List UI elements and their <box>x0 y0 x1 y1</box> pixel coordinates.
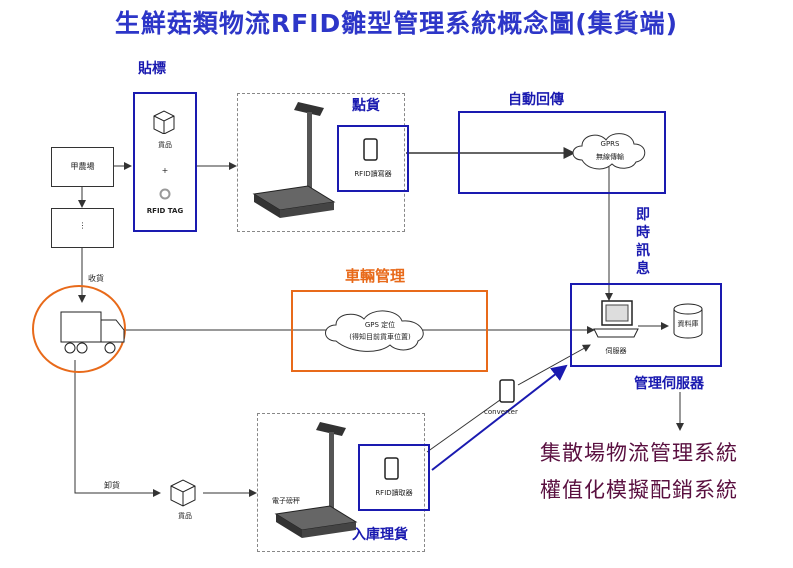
rfid-reader-icon <box>384 457 399 480</box>
page-title: 生鮮菇類物流RFID雛型管理系統概念圖(集貨端) <box>114 9 679 38</box>
goods2-label: 貨品 <box>178 512 192 520</box>
label-vehicle-mgmt: 車輛管理 <box>345 267 406 285</box>
gps-label-2: (得知目前貨車位置) <box>349 333 411 341</box>
converter-label: converter <box>484 408 518 416</box>
converter-icon <box>499 379 515 403</box>
bottom-scale-area: 電子磅秤 <box>257 413 425 552</box>
electronic-scale-icon <box>274 422 358 538</box>
label-tagging: 貼標 <box>138 61 166 77</box>
system-name-1: 集散場物流管理系統 <box>540 441 738 465</box>
scale-label: 電子磅秤 <box>272 497 300 505</box>
gps-label-1: GPS 定位 <box>364 321 396 329</box>
collect-label: 收貨 <box>88 274 104 283</box>
database-icon <box>673 303 703 339</box>
database-label: 資料庫 <box>677 320 699 328</box>
auto-return-box <box>458 111 666 194</box>
label-server-mgmt: 管理伺服器 <box>634 376 704 392</box>
goods-label: 貨品 <box>158 141 172 149</box>
more-farms-node: ⋮ <box>51 208 114 248</box>
server-box: 伺服器 資料庫 <box>570 283 722 367</box>
label-realtime-msg: 即時訊息 <box>636 207 650 277</box>
rfid-reader-label: RFID讀取器 <box>375 489 413 497</box>
rfid-tag-label: RFID TAG <box>146 207 184 215</box>
rfid-tag-icon <box>159 188 171 200</box>
truck-highlight <box>32 285 126 373</box>
gps-cloud-icon <box>325 310 424 352</box>
rfid-writer-box: RFID讀寫器 <box>337 125 409 192</box>
gprs-label: GPRS <box>600 140 620 148</box>
label-warehouse-in: 入庫理貨 <box>352 527 408 543</box>
box-icon <box>153 110 175 134</box>
system-name-2: 權值化模擬配銷系統 <box>540 478 738 502</box>
top-scale-area <box>237 93 405 232</box>
rfid-writer-icon <box>363 138 378 161</box>
farm-node: 甲農場 <box>51 147 114 187</box>
rfid-reader-box: RFID讀取器 <box>358 444 430 511</box>
goods-box-icon <box>170 479 196 507</box>
vehicle-mgmt-box <box>291 290 488 372</box>
unload-label: 卸貨 <box>104 481 120 490</box>
label-counting: 點貨 <box>352 98 380 114</box>
ellipsis-label: ⋮ <box>78 221 87 230</box>
plus-label: + <box>161 166 169 175</box>
rfid-writer-label: RFID讀寫器 <box>354 170 392 178</box>
scale-icon <box>252 102 336 218</box>
server-computer-icon <box>593 300 639 338</box>
server-label: 伺服器 <box>605 347 627 355</box>
label-auto-return: 自動回傳 <box>508 92 564 108</box>
wireless-label: 無線傳輸 <box>596 153 624 161</box>
farm-label: 甲農場 <box>70 162 95 171</box>
tag-box: 貨品 + RFID TAG <box>133 92 197 232</box>
gprs-cloud-icon <box>572 133 646 170</box>
truck-icon <box>60 311 125 354</box>
